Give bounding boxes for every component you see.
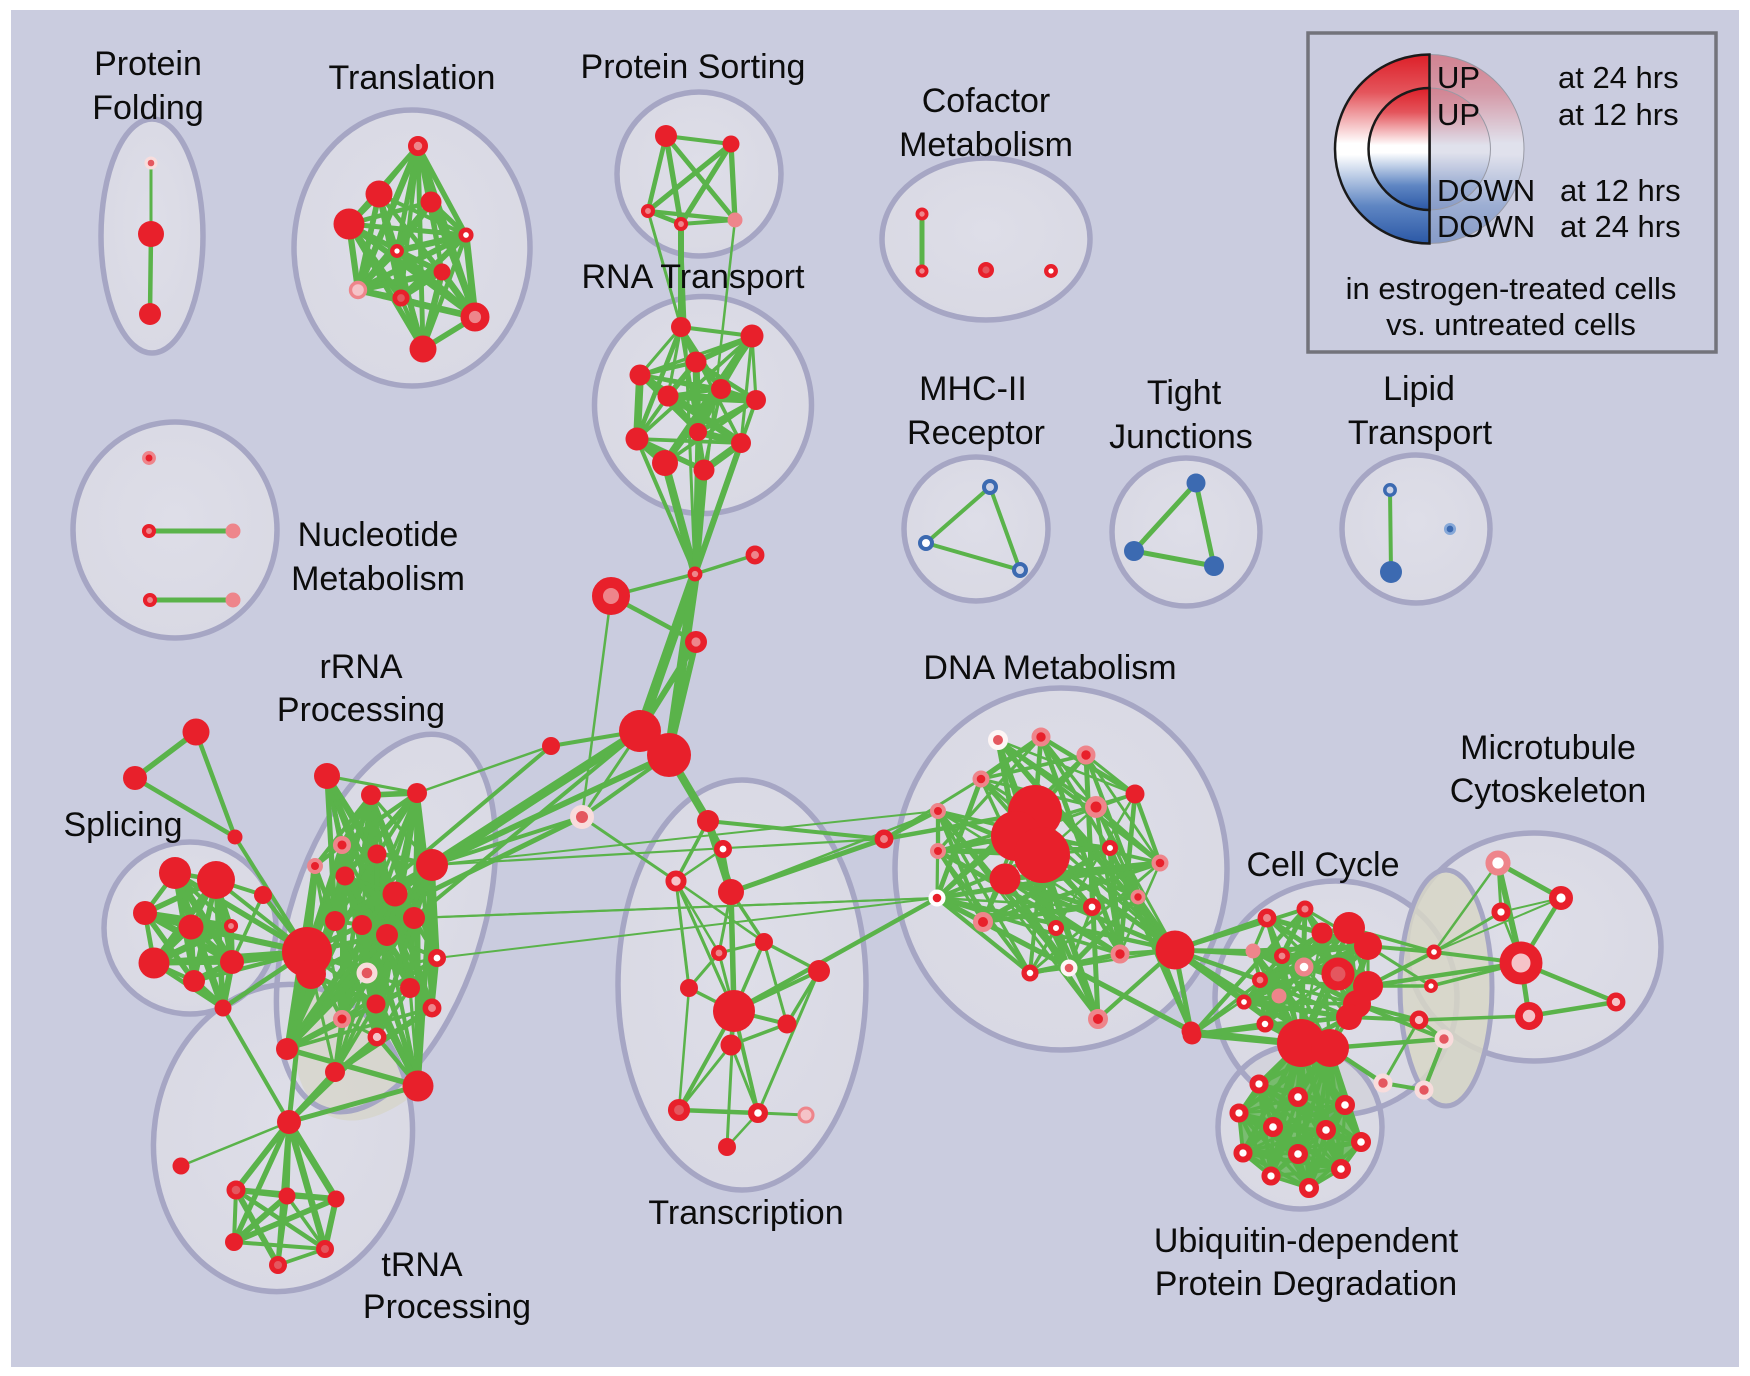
svg-text:Nucleotide: Nucleotide (298, 516, 459, 554)
svg-text:Tight: Tight (1147, 374, 1222, 412)
svg-text:vs. untreated cells: vs. untreated cells (1386, 307, 1636, 342)
svg-text:Cell Cycle: Cell Cycle (1246, 846, 1399, 884)
svg-text:Transcription: Transcription (648, 1194, 843, 1232)
svg-text:at 24 hrs: at 24 hrs (1558, 60, 1679, 95)
svg-text:Junctions: Junctions (1109, 418, 1253, 456)
svg-text:at 12 hrs: at 12 hrs (1560, 173, 1681, 208)
svg-text:Cytoskeleton: Cytoskeleton (1450, 772, 1647, 810)
svg-text:Transport: Transport (1348, 414, 1493, 452)
svg-text:tRNA: tRNA (381, 1246, 463, 1284)
svg-text:Cofactor: Cofactor (922, 82, 1051, 120)
svg-text:UP: UP (1437, 97, 1480, 132)
svg-text:UP: UP (1437, 60, 1480, 95)
svg-text:Processing: Processing (363, 1288, 531, 1326)
svg-text:DOWN: DOWN (1437, 173, 1535, 208)
svg-text:Microtubule: Microtubule (1460, 729, 1636, 767)
svg-text:Metabolism: Metabolism (291, 560, 465, 598)
svg-text:Processing: Processing (277, 691, 445, 729)
svg-text:rRNA: rRNA (319, 648, 402, 686)
svg-text:Ubiquitin-dependent: Ubiquitin-dependent (1154, 1222, 1459, 1260)
svg-text:DOWN: DOWN (1437, 209, 1535, 244)
svg-text:Folding: Folding (92, 89, 204, 127)
svg-text:Protein: Protein (94, 45, 202, 83)
svg-text:RNA Transport: RNA Transport (582, 258, 806, 296)
svg-text:Receptor: Receptor (907, 414, 1045, 452)
svg-text:Protein Sorting: Protein Sorting (581, 48, 806, 86)
svg-text:Lipid: Lipid (1383, 370, 1455, 408)
svg-text:Splicing: Splicing (63, 806, 182, 844)
svg-text:at 12 hrs: at 12 hrs (1558, 97, 1679, 132)
svg-text:Metabolism: Metabolism (899, 126, 1073, 164)
svg-text:Translation: Translation (329, 59, 496, 97)
svg-text:DNA Metabolism: DNA Metabolism (923, 649, 1176, 687)
svg-text:at 24 hrs: at 24 hrs (1560, 209, 1681, 244)
svg-text:Protein Degradation: Protein Degradation (1155, 1265, 1457, 1303)
svg-text:MHC-II: MHC-II (919, 370, 1027, 408)
svg-text:in estrogen-treated cells: in estrogen-treated cells (1346, 271, 1677, 306)
